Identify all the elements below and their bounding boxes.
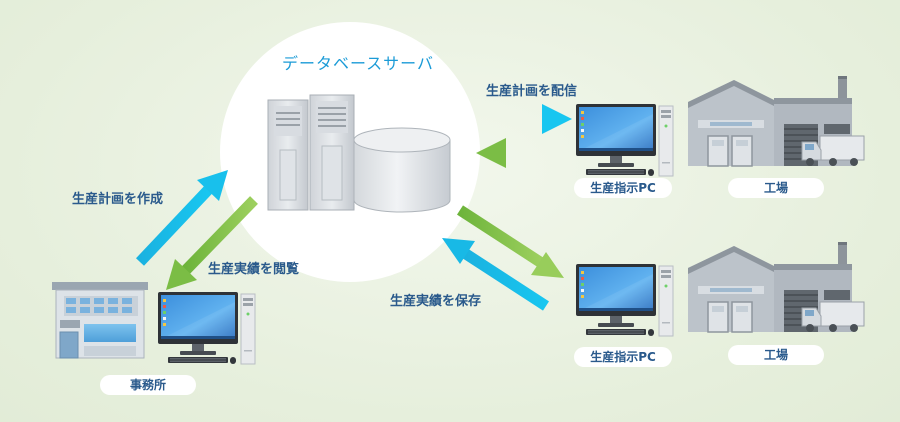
- arrow-save-results: [442, 238, 549, 311]
- arrow-return-top: [476, 138, 572, 168]
- arrow-deliver-plan: [476, 104, 572, 134]
- database-cylinder-icon: [353, 127, 451, 213]
- arrow-send-bottom: [457, 205, 564, 278]
- factory-label-top: 工場: [728, 178, 824, 198]
- pc-label-bottom: 生産指示PC: [574, 347, 672, 367]
- server-title: データベースサーバ: [281, 54, 435, 73]
- desktop-pc-icon: [575, 103, 674, 177]
- desktop-pc-icon: [575, 263, 674, 337]
- pc-label-top: 生産指示PC: [574, 178, 672, 198]
- label-create-plan: 生産計画を作成: [72, 192, 164, 207]
- desktop-pc-icon: [157, 291, 256, 365]
- arrow-view-results: [166, 196, 258, 290]
- office-building-icon: [52, 282, 148, 359]
- factory-icon: [687, 75, 865, 167]
- factory-label-bottom: 工場: [728, 345, 824, 365]
- server-rack-icon: [267, 94, 355, 211]
- label-deliver-plan: 生産計画を配信: [486, 84, 578, 99]
- arrow-create-plan: [136, 170, 228, 266]
- factory-icon: [687, 241, 865, 333]
- label-save-results: 生産実績を保存: [390, 294, 482, 309]
- office-label: 事務所: [100, 375, 196, 395]
- label-view-results: 生産実績を閲覧: [208, 262, 300, 277]
